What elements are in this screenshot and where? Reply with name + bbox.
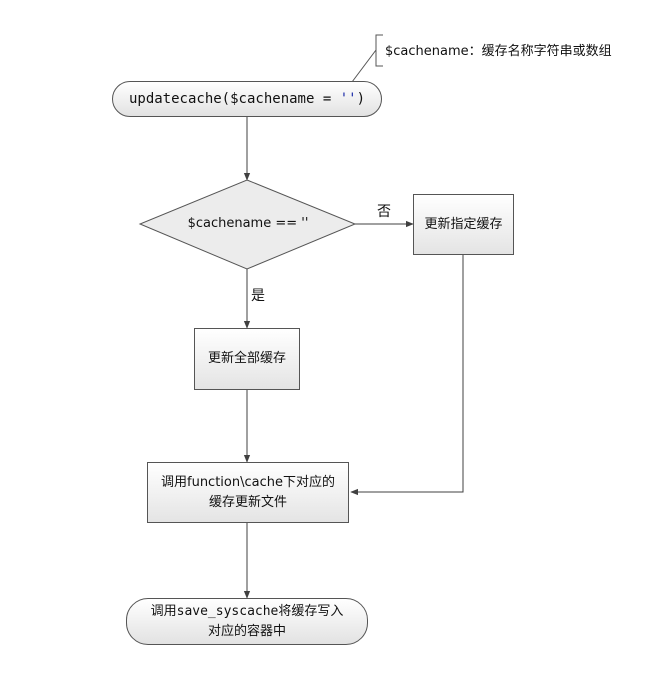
yes-label: 是 [251,288,265,304]
start-func: updatecache( [128,91,231,107]
param-annotation: $cachename：缓存名称字符串或数组 [385,40,612,59]
annotation-bracket [375,34,383,67]
decision-label: $cachename == '' [187,216,309,231]
end-line1-a: 调用 [150,603,177,619]
start-quotes: '' [339,91,357,107]
update-specified-cache-box: 更新指定缓存 [413,194,514,255]
annotation-desc: ：缓存名称字符串或数组 [468,44,612,59]
arrow-specified-to-call [350,255,464,496]
start-close: ) [356,91,366,107]
start-node: updatecache($cachename = '') [112,81,382,117]
annotation-param: $cachename [385,44,469,59]
call-line-2: 缓存更新文件 [208,494,287,510]
end-node: 调用save_syscache将缓存写入 对应的容器中 [126,598,368,645]
update-all-cache-box: 更新全部缓存 [194,328,300,390]
end-line1-b: 将缓存写入 [278,603,344,619]
end-line-2: 对应的容器中 [207,623,286,639]
no-label: 否 [377,204,391,220]
annotation-leader [351,49,377,83]
start-eq: = [314,91,340,107]
call-update-files-box: 调用function\cache下对应的 缓存更新文件 [147,462,349,523]
start-var: $cachename [230,91,315,107]
end-line1-code: save_syscache [176,603,279,619]
call-line-1: 调用function\cache下对应的 [161,474,335,490]
